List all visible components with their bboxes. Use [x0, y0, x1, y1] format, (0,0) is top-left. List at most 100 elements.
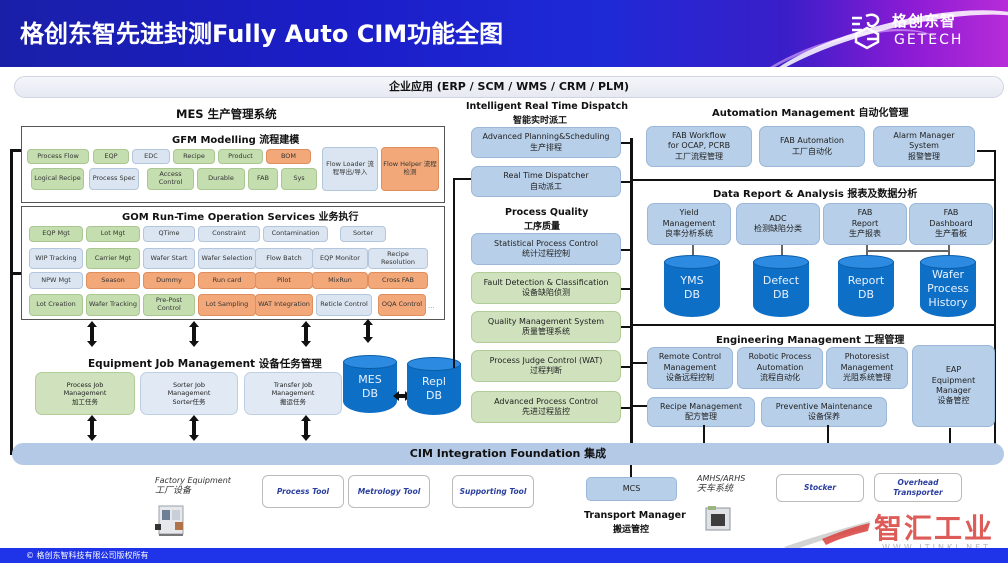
gom-pre-post-control-box[interactable]: Pre-Post Control	[143, 294, 195, 316]
logo-text-cn: 格创东智	[892, 12, 957, 30]
connector-line	[977, 150, 995, 152]
connector-line	[10, 149, 24, 152]
connector-line	[621, 407, 632, 409]
tool-metrology-tool[interactable]: Metrology Tool	[348, 475, 430, 508]
box-label: Alarm Manager	[893, 130, 955, 140]
watermark: 智汇工业 WWW.ITINKI.NET	[782, 505, 1008, 555]
box-label: Robotic Process	[748, 352, 812, 362]
gfm-bom-box[interactable]: BOM	[266, 149, 311, 164]
box-label: 搬运任务	[280, 397, 306, 406]
mcs-box[interactable]: MCS	[586, 477, 677, 501]
dispatch-title-cn: 智能实时派工	[513, 116, 568, 126]
box-label: Management	[63, 389, 107, 398]
gom-lot-mgt-box[interactable]: Lot Mgt	[86, 226, 140, 242]
gfm-edc-box[interactable]: EDC	[132, 149, 170, 164]
engineering-title: Engineering Management 工程管理	[716, 335, 905, 346]
box-label: System	[909, 141, 939, 151]
gom-reticle-control-box[interactable]: Reticle Control	[316, 294, 372, 316]
gom-dummy-box[interactable]: Dummy	[143, 272, 195, 289]
gom-constraint-box[interactable]: Constraint	[198, 226, 260, 242]
tool-process-tool[interactable]: Process Tool	[262, 475, 344, 508]
gom-pilot-box[interactable]: Pilot	[255, 272, 313, 289]
gfm-durable-box[interactable]: Durable	[197, 168, 245, 190]
gom-eqp-mgt-box[interactable]: EQP Mgt	[29, 226, 83, 242]
gfm-product-box[interactable]: Product	[218, 149, 263, 164]
gom-qtime-box[interactable]: QTime	[143, 226, 195, 242]
dispatch-title-en: Intelligent Real Time Dispatch	[466, 101, 628, 112]
gom-wafer-selection-box[interactable]: Wafer Selection	[198, 248, 256, 269]
stocker-tool[interactable]: Stocker	[776, 474, 864, 502]
gfm-eqp-box[interactable]: EQP	[93, 149, 129, 164]
flow-loader-box[interactable]: Flow Loader 流程导出/导入	[322, 147, 378, 191]
divider-line	[632, 179, 996, 181]
tool-supporting-tool[interactable]: Supporting Tool	[452, 475, 534, 508]
gom-lot-creation-box[interactable]: Lot Creation	[29, 294, 83, 316]
gom-run-card-box[interactable]: Run card	[198, 272, 256, 289]
box-label: 检测缺陷分类	[754, 224, 802, 233]
gom-carrier-mgt-box[interactable]: Carrier Mgt	[86, 248, 140, 269]
gom-mixrun-box[interactable]: MixRun	[312, 272, 368, 289]
bidirectional-arrow-icon	[301, 415, 311, 441]
box-label: 加工任务	[72, 397, 98, 406]
getech-logo: 格创东智 GETECH	[850, 10, 1000, 54]
gfm-sys-box[interactable]: Sys	[281, 168, 317, 190]
box-label: Automation	[756, 362, 804, 372]
connector-line	[692, 245, 694, 257]
gom-recipe-resolution-box[interactable]: Recipe Resolution	[368, 248, 428, 269]
gom-contamination-box[interactable]: Contamination	[263, 226, 328, 242]
gfm-fab-box[interactable]: FAB	[248, 168, 278, 190]
gfm-process-spec-box[interactable]: Process Spec	[89, 168, 139, 190]
flow-helper-box[interactable]: Flow Helper 流程检测	[381, 147, 439, 191]
gom-wip-tracking-box[interactable]: WIP Tracking	[29, 248, 83, 269]
gom-sorter-box[interactable]: Sorter	[340, 226, 386, 242]
box-label: 先进过程监控	[522, 407, 570, 416]
gom-cross-fab-box[interactable]: Cross FAB	[368, 272, 428, 289]
watermark-swoosh-icon	[784, 521, 870, 551]
box-label: 工厂流程管理	[675, 151, 723, 161]
box-label: Management	[840, 362, 894, 372]
gom-flow-batch-box[interactable]: Flow Batch	[255, 248, 313, 269]
gom-wafer-tracking-box[interactable]: Wafer Tracking	[86, 294, 140, 316]
gom-lot-sampling-box[interactable]: Lot Sampling	[198, 294, 256, 316]
connector-line	[621, 366, 632, 368]
gfm-process-flow-box[interactable]: Process Flow	[27, 149, 89, 164]
gfm-recipe-box[interactable]: Recipe	[173, 149, 215, 164]
connector-line	[632, 362, 647, 364]
gom-oqa-control-box[interactable]: OQA Control	[378, 294, 426, 316]
gom-eqp-monitor-box[interactable]: EQP Monitor	[312, 248, 368, 269]
gfm-access-control-box[interactable]: Access Control	[147, 168, 194, 190]
quality-process-judge-control-wat-box[interactable]: Process Judge Control (WAT)过程判断	[471, 350, 621, 382]
gom-npw-mgt-box[interactable]: NPW Mgt	[29, 272, 83, 289]
gom-season-box[interactable]: Season	[86, 272, 140, 289]
bidirectional-arrow-icon	[189, 415, 199, 441]
gom-wat-integration-box[interactable]: WAT Integration	[255, 294, 313, 316]
overhead-transporter-tool[interactable]: Overhead Transporter	[874, 473, 962, 502]
box-label: Sorter Job	[172, 380, 206, 389]
divider-line	[632, 324, 996, 326]
gfm-logical-recipe-box[interactable]: Logical Recipe	[31, 168, 84, 190]
connector-line	[948, 245, 950, 257]
gom-wafer-start-box[interactable]: Wafer Start	[143, 248, 195, 269]
